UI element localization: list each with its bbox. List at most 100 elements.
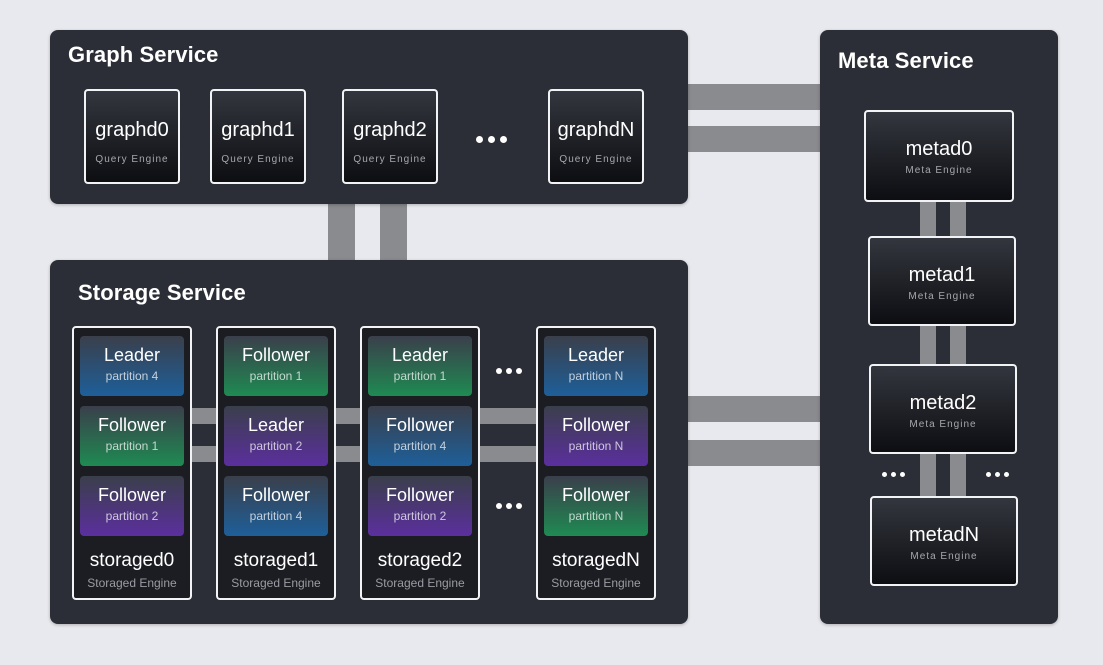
- metad1-metad2-connector-2: [950, 325, 966, 365]
- partition-id: partition N: [568, 369, 624, 383]
- metad-ellipsis-right-icon: [986, 472, 1009, 477]
- storaged0-partition-2: Follower partition 1: [80, 406, 184, 466]
- storaged1-partition-3: Follower partition 4: [224, 476, 328, 536]
- storaged-ellipsis-top-icon: [496, 368, 522, 374]
- storaged2-partition-1: Leader partition 1: [368, 336, 472, 396]
- graphd2-name: graphd2: [353, 119, 427, 141]
- graphdN-node: graphdN Query Engine: [548, 89, 644, 184]
- storaged2-storagedN-connector-2: [478, 446, 538, 462]
- metadN-name: metadN: [908, 524, 980, 546]
- metad0-name: metad0: [905, 138, 973, 160]
- partition-role: Follower: [97, 415, 167, 435]
- graphd0-node: graphd0 Query Engine: [84, 89, 180, 184]
- metad2-name: metad2: [909, 392, 977, 414]
- partition-role: Leader: [391, 345, 449, 365]
- metad0-engine: Meta Engine: [905, 165, 973, 176]
- storaged0-storaged1-connector-1: [190, 408, 218, 424]
- metad1-node: metad1 Meta Engine: [868, 236, 1016, 326]
- partition-id: partition N: [568, 439, 624, 453]
- partition-id: partition 1: [249, 369, 303, 383]
- storage-service-title: Storage Service: [78, 280, 246, 305]
- graph-storage-connector-1: [328, 202, 355, 262]
- storaged2-partition-2: Follower partition 4: [368, 406, 472, 466]
- storaged1-partition-1: Follower partition 1: [224, 336, 328, 396]
- storage-meta-connector-2: [686, 440, 822, 466]
- metad0-node: metad0 Meta Engine: [864, 110, 1014, 202]
- storaged2-name: storaged2: [377, 550, 463, 571]
- graph-service-title: Graph Service: [68, 42, 219, 67]
- graph-meta-connector-2: [686, 126, 822, 152]
- storaged0-name: storaged0: [89, 550, 175, 571]
- storaged0-partition-1: Leader partition 4: [80, 336, 184, 396]
- partition-id: partition N: [568, 509, 624, 523]
- partition-id: partition 2: [249, 439, 303, 453]
- metadN-node: metadN Meta Engine: [870, 496, 1018, 586]
- metad2-metadN-connector-1: [920, 453, 936, 499]
- storaged0-partition-3: Follower partition 2: [80, 476, 184, 536]
- graphd1-node: graphd1 Query Engine: [210, 89, 306, 184]
- storagedN-engine: Storaged Engine: [551, 576, 641, 590]
- graphdN-engine: Query Engine: [559, 154, 633, 165]
- storaged1-name: storaged1: [233, 550, 319, 571]
- storaged1-storaged2-connector-1: [334, 408, 362, 424]
- graph-meta-connector-1: [686, 84, 822, 110]
- metad2-metadN-connector-2: [950, 453, 966, 499]
- graphd1-name: graphd1: [221, 119, 295, 141]
- partition-role: Leader: [247, 415, 305, 435]
- metad2-node: metad2 Meta Engine: [869, 364, 1017, 454]
- storaged2-node: Leader partition 1 Follower partition 4 …: [360, 326, 480, 600]
- storaged0-engine: Storaged Engine: [87, 576, 177, 590]
- partition-role: Follower: [385, 485, 455, 505]
- storaged0-storaged1-connector-2: [190, 446, 218, 462]
- storaged0-node: Leader partition 4 Follower partition 1 …: [72, 326, 192, 600]
- partition-role: Follower: [561, 485, 631, 505]
- partition-role: Follower: [241, 485, 311, 505]
- graphd0-name: graphd0: [95, 119, 169, 141]
- partition-role: Leader: [567, 345, 625, 365]
- storaged2-storagedN-connector-1: [478, 408, 538, 424]
- meta-service-title: Meta Service: [838, 48, 974, 73]
- metad1-name: metad1: [908, 264, 976, 286]
- partition-id: partition 1: [393, 369, 447, 383]
- graphd2-engine: Query Engine: [353, 154, 427, 165]
- partition-id: partition 4: [249, 509, 303, 523]
- partition-id: partition 4: [105, 369, 159, 383]
- partition-id: partition 4: [393, 439, 447, 453]
- graph-storage-connector-2: [380, 202, 407, 262]
- storagedN-partition-2: Follower partition N: [544, 406, 648, 466]
- storaged1-node: Follower partition 1 Leader partition 2 …: [216, 326, 336, 600]
- storage-service-panel: Storage Service Leader partition 4 Follo…: [50, 260, 688, 624]
- graph-service-panel: Graph Service graphd0 Query Engine graph…: [50, 30, 688, 204]
- storaged1-storaged2-connector-2: [334, 446, 362, 462]
- storaged1-engine: Storaged Engine: [231, 576, 321, 590]
- storagedN-name: storagedN: [552, 550, 640, 571]
- graphd1-engine: Query Engine: [221, 154, 295, 165]
- storagedN-node: Leader partition N Follower partition N …: [536, 326, 656, 600]
- storaged2-engine: Storaged Engine: [375, 576, 465, 590]
- metad0-metad1-connector-1: [920, 200, 936, 240]
- graphdN-name: graphdN: [557, 119, 635, 141]
- storagedN-partition-1: Leader partition N: [544, 336, 648, 396]
- metad1-metad2-connector-1: [920, 325, 936, 365]
- graphd-ellipsis-icon: [476, 136, 507, 143]
- partition-id: partition 2: [393, 509, 447, 523]
- partition-role: Leader: [103, 345, 161, 365]
- metad-ellipsis-left-icon: [882, 472, 905, 477]
- storagedN-partition-3: Follower partition N: [544, 476, 648, 536]
- storage-meta-connector-1: [686, 396, 822, 422]
- meta-service-panel: Meta Service metad0 Meta Engine metad1 M…: [820, 30, 1058, 624]
- graphd0-engine: Query Engine: [95, 154, 169, 165]
- partition-role: Follower: [385, 415, 455, 435]
- metad1-engine: Meta Engine: [908, 291, 976, 302]
- partition-id: partition 1: [105, 439, 159, 453]
- metad0-metad1-connector-2: [950, 200, 966, 240]
- storaged-ellipsis-bottom-icon: [496, 503, 522, 509]
- partition-role: Follower: [561, 415, 631, 435]
- partition-id: partition 2: [105, 509, 159, 523]
- storaged2-partition-3: Follower partition 2: [368, 476, 472, 536]
- partition-role: Follower: [241, 345, 311, 365]
- partition-role: Follower: [97, 485, 167, 505]
- metadN-engine: Meta Engine: [910, 551, 978, 562]
- graphd2-node: graphd2 Query Engine: [342, 89, 438, 184]
- metad2-engine: Meta Engine: [909, 419, 977, 430]
